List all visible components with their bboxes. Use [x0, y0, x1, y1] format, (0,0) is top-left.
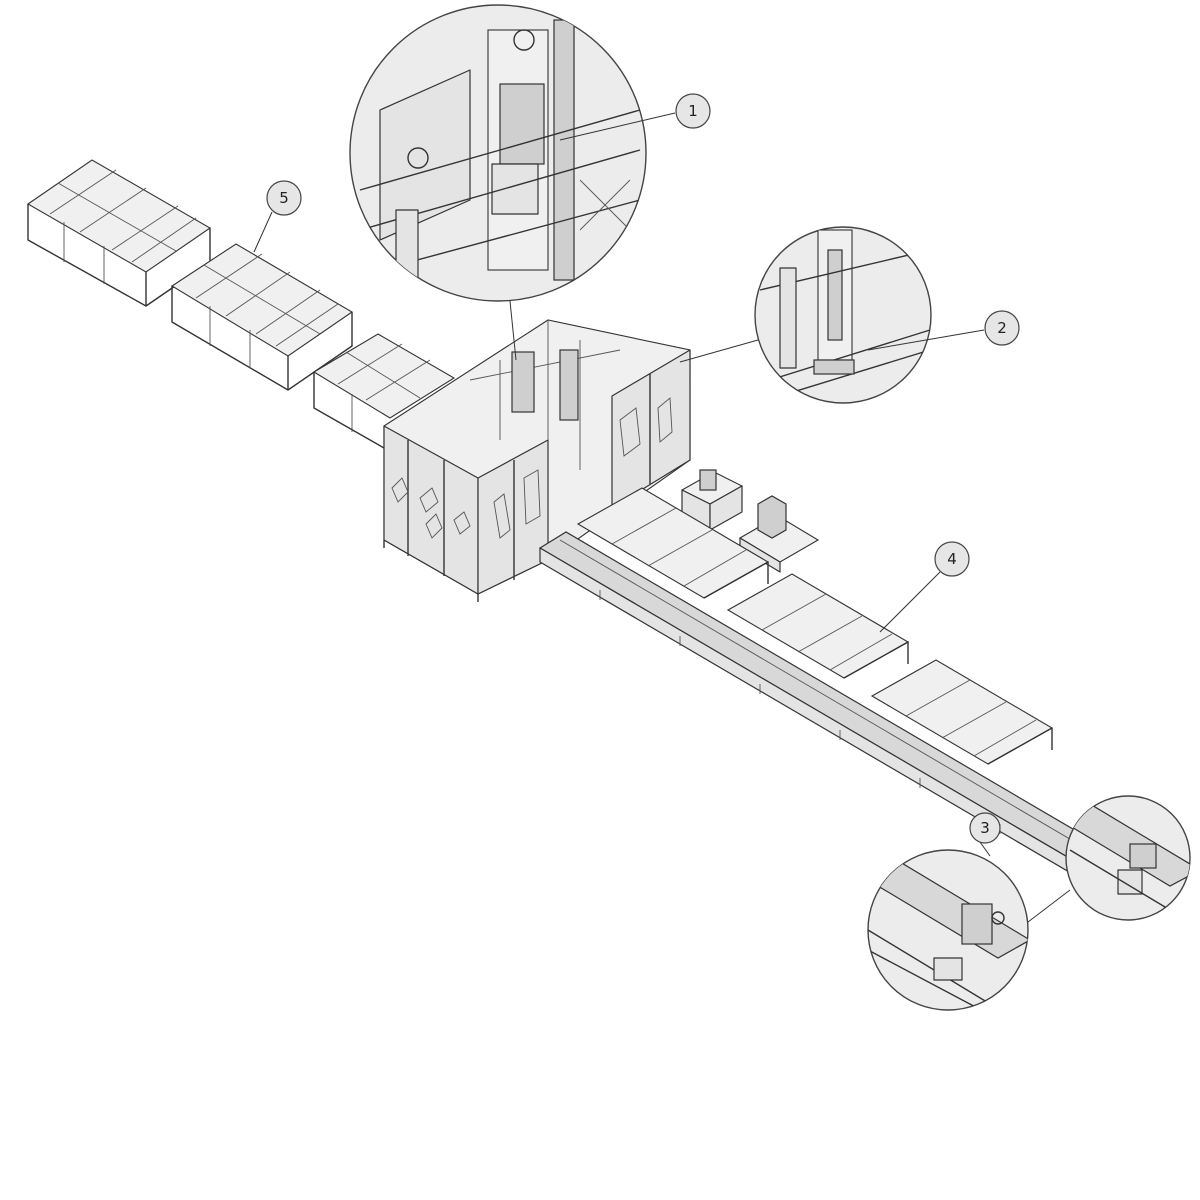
callout-3-label: 3 [980, 819, 990, 837]
machine-enclosure [383, 319, 691, 602]
callout-4: 4 [934, 541, 970, 577]
callout-2: 2 [984, 310, 1020, 346]
callout-2-label: 2 [997, 319, 1007, 337]
control-cabinet [738, 495, 820, 573]
callout-5-label: 5 [279, 189, 289, 207]
outfeed-table-2 [726, 573, 910, 679]
hydraulic-unit [680, 469, 744, 531]
detail-view-1 [349, 4, 647, 302]
callout-3: 3 [969, 812, 1001, 844]
infeed-table-1 [26, 159, 212, 307]
detail-view-3 [867, 849, 1029, 1011]
leader-lines [253, 112, 1071, 923]
callout-1-label: 1 [688, 102, 698, 120]
infeed-table-3 [312, 333, 456, 449]
outfeed-table-3 [870, 659, 1054, 765]
callout-1: 1 [675, 93, 711, 129]
detail-view-3-source [1065, 795, 1191, 921]
outfeed-table-1 [576, 487, 770, 599]
callout-4-label: 4 [947, 550, 957, 568]
infeed-table-2 [170, 243, 354, 391]
detail-view-2 [754, 226, 932, 404]
callout-5: 5 [266, 180, 302, 216]
